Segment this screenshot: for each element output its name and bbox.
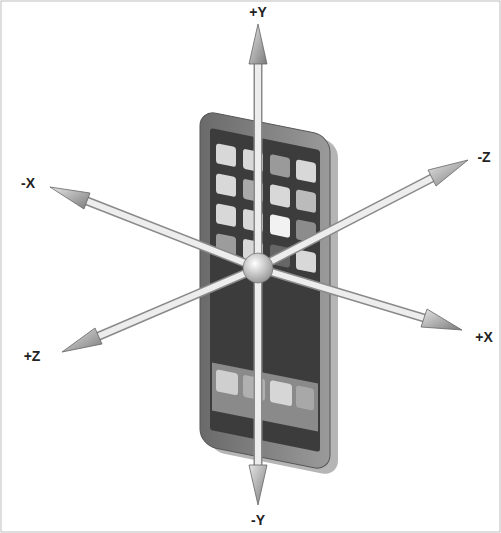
axis-label: -Z	[477, 150, 490, 164]
axis-arrowheads	[50, 24, 468, 505]
origin-sphere	[243, 253, 273, 283]
phone	[200, 110, 338, 477]
axis-label: -X	[21, 176, 35, 190]
axis-label: -Y	[251, 513, 265, 527]
axis-label: +Y	[249, 5, 267, 19]
axis-label: +X	[475, 330, 493, 344]
axis-label: +Z	[24, 349, 41, 363]
axis-rods	[87, 64, 432, 465]
